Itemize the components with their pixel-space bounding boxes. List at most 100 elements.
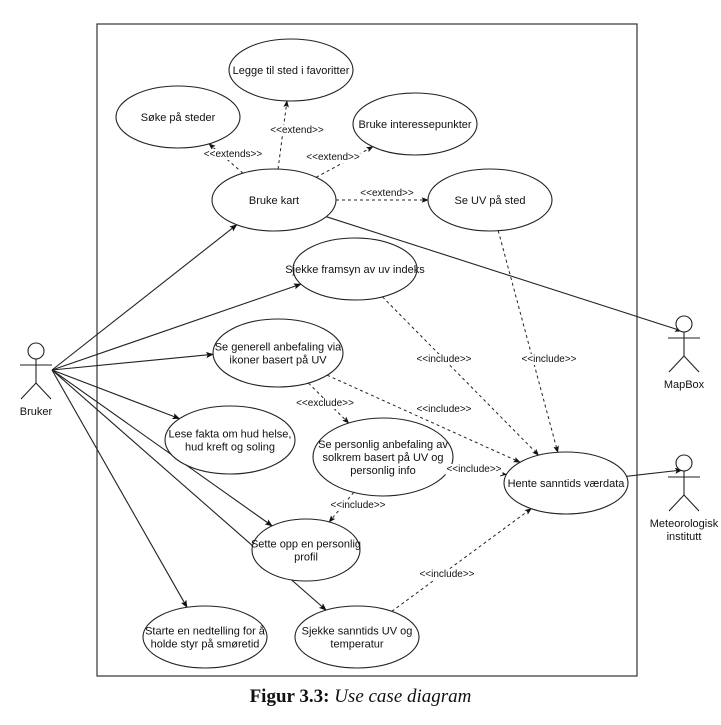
use-case-label: Hente sanntids værdata <box>508 478 626 490</box>
use-case-ellipse <box>228 38 354 102</box>
use-case-label: Bruke interessepunkter <box>358 119 471 131</box>
use-case-ellipse <box>503 451 629 515</box>
use-case-ellipse <box>294 605 420 669</box>
actor-bruker: Bruker <box>20 342 53 418</box>
use-case-label: Søke på steder <box>141 112 216 124</box>
use-case-label: hud kreft og soling <box>185 442 275 454</box>
association-line <box>51 369 188 609</box>
use-case-label: Legge til sted i favoritter <box>233 65 350 77</box>
actor-label: institutt <box>667 531 702 543</box>
association-line <box>51 369 273 527</box>
relation-label-bg <box>329 500 387 511</box>
use-case-label: temperatur <box>330 639 384 651</box>
system-boundary <box>96 23 638 677</box>
use-case-label: Sjekke sanntids UV og <box>302 626 413 638</box>
use-case-ellipse <box>427 168 553 232</box>
relation-label-bg <box>415 404 473 415</box>
use-case-label: holde styr på smøretid <box>151 639 260 651</box>
relation-label-bg <box>520 354 578 365</box>
use-case-label: Bruke kart <box>249 195 299 207</box>
actor-leg-right <box>35 382 52 400</box>
actor-label: Meteorologisk <box>650 518 719 530</box>
use-case-label: profil <box>294 552 318 564</box>
dependency-arrow <box>391 508 532 612</box>
use-case-framsyn: Sjekke framsyn av uv indeks <box>285 237 425 301</box>
association-line <box>326 216 683 332</box>
relation-label-bg <box>269 125 325 136</box>
use-case-ellipse <box>352 92 478 156</box>
association-line <box>626 467 683 477</box>
dependency-arrow <box>497 230 559 453</box>
use-case-ellipse <box>312 417 454 497</box>
relation-label: <<extend>> <box>270 125 324 136</box>
relation-label: <<include>> <box>416 404 471 415</box>
association-line <box>51 224 238 371</box>
actor-head-icon <box>675 315 693 333</box>
use-case-label: solkrem basert på UV og <box>322 452 443 464</box>
use-case-label: Starte en nedtelling for å <box>145 626 266 638</box>
association-line <box>51 369 181 420</box>
use-case-ellipse <box>212 318 344 388</box>
actor-leg-right <box>683 494 700 512</box>
actor-leg-left <box>20 382 37 400</box>
caption-number: Figur 3.3: <box>249 686 330 707</box>
relation-label-bg <box>295 398 355 409</box>
figure-caption: Figur 3.3: Use case diagram <box>0 686 721 708</box>
use-case-fakta: Lese fakta om hud helse,hud kreft og sol… <box>164 405 296 475</box>
use-case-ellipse <box>115 85 241 149</box>
relation-label: <<exclude>> <box>296 398 354 409</box>
use-case-ellipse <box>211 168 337 232</box>
actor-leg-left <box>668 494 685 512</box>
actor-head-icon <box>675 454 693 472</box>
actor-mapbox: MapBox <box>664 315 705 391</box>
use-case-ellipse <box>251 518 361 582</box>
use-case-interesse: Bruke interessepunkter <box>352 92 478 156</box>
relation-label-bg <box>415 354 473 365</box>
use-case-ellipse <box>142 605 268 669</box>
relation-label: <<include>> <box>446 464 501 475</box>
actor-leg-left <box>668 355 685 373</box>
relation-label: <<extend>> <box>360 188 414 199</box>
relation-label: <<include>> <box>419 569 474 580</box>
use-case-label: Sjekke framsyn av uv indeks <box>285 264 425 276</box>
relation-label-bg <box>359 188 415 199</box>
use-case-label: Se generell anbefaling via <box>215 342 342 354</box>
association-line <box>51 283 302 371</box>
relation-label-bg <box>445 464 503 475</box>
relation-label-bg <box>418 569 476 580</box>
dependency-arrow <box>327 374 521 463</box>
use-case-label: Sette opp en personlig <box>251 539 361 551</box>
use-case-kart: Bruke kart <box>211 168 337 232</box>
caption-text: Use case diagram <box>334 686 472 707</box>
use-case-seuv: Se UV på sted <box>427 168 553 232</box>
dependency-arrow <box>382 296 540 456</box>
use-case-soke: Søke på steder <box>115 85 241 149</box>
relation-label-bg <box>202 149 264 160</box>
actor-head-icon <box>27 342 45 360</box>
relation-label-bg <box>305 152 361 163</box>
use-case-label: ikoner basert på UV <box>229 355 327 367</box>
dependency-arrow <box>208 143 244 174</box>
relation-label: <<include>> <box>416 354 471 365</box>
use-case-ellipse <box>164 405 296 475</box>
use-case-label: Se UV på sted <box>455 195 526 207</box>
use-case-label: Lese fakta om hud helse, <box>169 429 292 441</box>
actor-leg-right <box>683 355 700 373</box>
use-case-label: personlig info <box>350 465 415 477</box>
relation-label: <<extend>> <box>306 152 360 163</box>
use-case-label: Se personlig anbefaling av <box>318 439 448 451</box>
association-line <box>51 351 214 371</box>
use-case-legge: Legge til sted i favoritter <box>228 38 354 102</box>
actor-label: Bruker <box>20 406 53 418</box>
relation-label: <<include>> <box>330 500 385 511</box>
relation-label: <<extends>> <box>204 149 263 160</box>
actor-label: MapBox <box>664 379 705 391</box>
use-case-ellipse <box>292 237 418 301</box>
